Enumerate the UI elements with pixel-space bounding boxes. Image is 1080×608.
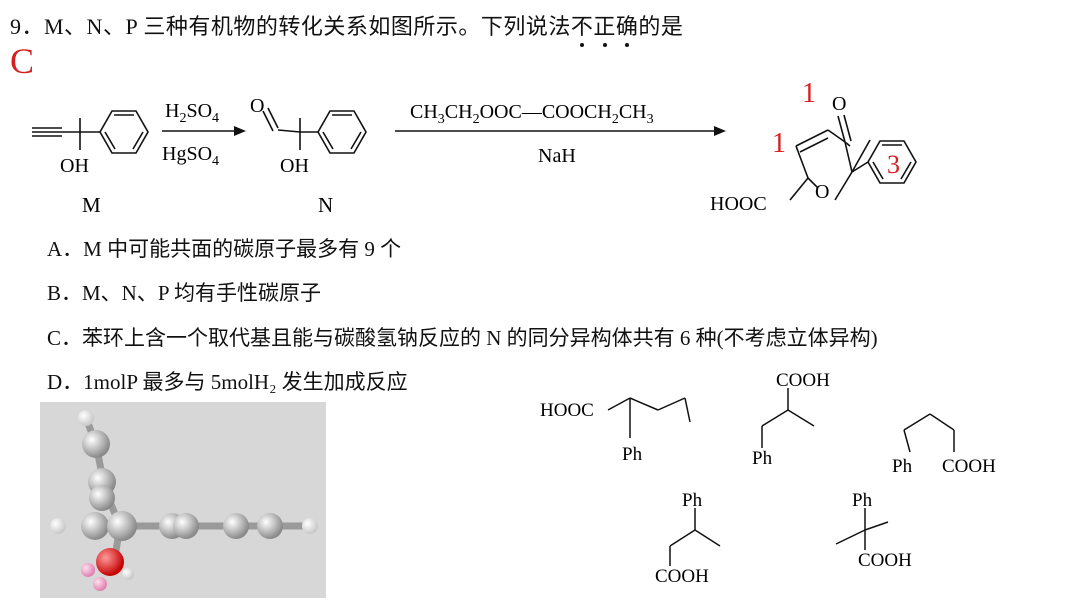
- annotation-1-top: 1: [802, 78, 816, 109]
- p-ketone-oxygen: O: [832, 93, 846, 115]
- n-carbonyl-oxygen: O: [250, 95, 264, 117]
- compound-label-m: M: [82, 193, 101, 217]
- isomer3-phenyl: Ph: [892, 456, 913, 477]
- isomer5-carboxyl: COOH: [858, 550, 912, 571]
- m-hydroxyl-label: OH: [60, 155, 89, 177]
- question-stem: 9．M、N、P 三种有机物的转化关系如图所示。下列说法不正确的是: [10, 9, 683, 47]
- isomer4-phenyl: Ph: [682, 490, 703, 511]
- reagent-nah: NaH: [538, 145, 576, 167]
- isomer2-phenyl: Ph: [752, 448, 773, 469]
- annotation-3-ring: 3: [887, 150, 900, 179]
- isomer-structures: HOOC Ph COOH Ph Ph COOH Ph COOH Ph COOH: [540, 370, 996, 587]
- answer-mark: C: [10, 41, 35, 81]
- n-hydroxyl-label: OH: [280, 155, 309, 177]
- isomer2-carboxyl: COOH: [776, 370, 830, 391]
- p-carboxyl-label: HOOC: [710, 193, 767, 215]
- emphasis-char: 正: [593, 9, 616, 47]
- emphasis-char: 确: [616, 9, 639, 47]
- isomer3-carboxyl: COOH: [942, 456, 996, 477]
- reagent-hgso4: HgSO4: [162, 143, 219, 169]
- annotation-1-left: 1: [772, 128, 786, 159]
- isomer1-phenyl: Ph: [622, 444, 643, 465]
- reagent-diethyl-oxalate: CH3CH2OOC—COOCH2CH3: [410, 101, 654, 127]
- option-c: C．苯环上含一个取代基且能与碳酸氢钠反应的 N 的同分异构体共有 6 种(不考虑…: [47, 326, 878, 350]
- emphasis-char: 不: [571, 9, 594, 47]
- option-d: D．1molP 最多与 5molH₂ 发生加成反应: [47, 370, 408, 394]
- molecule-3d-model: [40, 402, 326, 598]
- isomer4-carboxyl: COOH: [655, 566, 709, 587]
- compound-label-n: N: [318, 193, 333, 217]
- reagent-h2so4: H2SO4: [165, 100, 219, 126]
- option-b: B．M、N、P 均有手性碳原子: [47, 281, 321, 305]
- isomer5-phenyl: Ph: [852, 490, 873, 511]
- reaction-scheme: OH M H2SO4 HgSO4 O OH N CH3CH2OOC—COOCH2…: [32, 78, 917, 217]
- p-ring-oxygen: O: [815, 181, 829, 203]
- option-a: A．M 中可能共面的碳原子最多有 9 个: [47, 237, 402, 261]
- isomer1-carboxyl: HOOC: [540, 400, 594, 421]
